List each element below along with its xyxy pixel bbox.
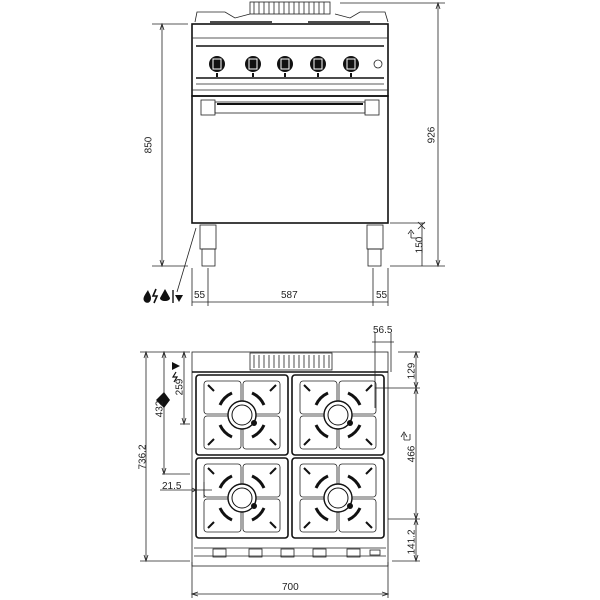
- cooktop-outline: [191, 351, 389, 567]
- electric-icon: [151, 288, 159, 304]
- label-inner-width: 587: [281, 290, 298, 301]
- dim-width: [190, 562, 390, 598]
- dim-side-offset: [160, 482, 212, 498]
- front-knob-strip: [194, 547, 386, 558]
- knob: [245, 56, 261, 77]
- handle-mount-left: [200, 99, 216, 116]
- dim-right-depths: [375, 350, 420, 563]
- legs: [199, 224, 384, 267]
- label-right-offset: 55: [376, 290, 388, 301]
- knob: [277, 56, 293, 77]
- burner-front-right: [291, 457, 385, 539]
- drain-icon: [172, 290, 183, 303]
- burner-rear-right: [291, 374, 385, 456]
- top-view: [140, 333, 420, 598]
- label-left-offset: 55: [194, 290, 206, 301]
- water-icon: [143, 290, 151, 303]
- rear-vent: [249, 352, 333, 371]
- knob: [310, 56, 326, 77]
- top-grate: [194, 1, 389, 23]
- dim-electric-connection: [171, 350, 190, 426]
- gas-icon: [160, 289, 170, 301]
- knob: [343, 56, 359, 77]
- control-knobs: [209, 56, 383, 77]
- label-body-height: 850: [143, 136, 155, 154]
- dim-leg-height: [390, 221, 426, 266]
- label-rear-offset: 56.5: [373, 325, 393, 336]
- electric-connection-icon: [171, 362, 180, 383]
- dim-rear-offset: [372, 333, 394, 408]
- dim-body-height: [152, 22, 188, 268]
- oven-door: [191, 95, 389, 224]
- label-gas-connection-depth: 432: [154, 400, 166, 418]
- dim-total-height: [340, 1, 445, 268]
- label-burner-spacing: 466: [406, 445, 418, 463]
- dim-depth-total: [140, 350, 190, 563]
- igniter-button: [373, 59, 383, 69]
- label-leg-height: 150: [414, 236, 426, 254]
- label-total-height: 926: [426, 126, 438, 144]
- connection-leader: [176, 227, 197, 293]
- oven-handle: [214, 101, 366, 114]
- handle-mount-right: [364, 99, 380, 116]
- label-electric-connection-depth: 259: [174, 378, 186, 396]
- dim-widths-front: [191, 268, 389, 306]
- burner-rear-left: [195, 374, 289, 456]
- connection-icons: [143, 288, 183, 304]
- dim-gas-connection: [156, 350, 190, 476]
- gas-connection-icon: [156, 392, 170, 408]
- label-width: 700: [282, 582, 299, 593]
- front-view: [143, 1, 445, 306]
- label-side-offset: 21.5: [162, 481, 182, 492]
- gas-inlet-marker-icon: [400, 431, 411, 441]
- label-front-to-burner: 141.2: [406, 529, 418, 555]
- label-depth-total: 736.2: [137, 444, 149, 470]
- burner-front-left: [195, 457, 289, 539]
- knob: [209, 56, 225, 77]
- label-top-to-burner: 129: [406, 362, 418, 380]
